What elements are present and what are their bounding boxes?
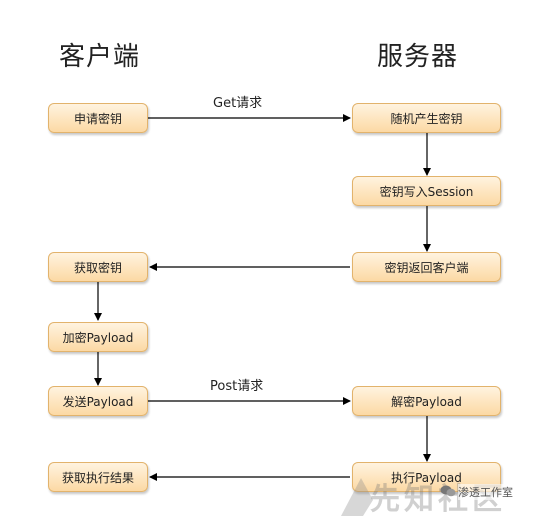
server-column-title: 服务器 (377, 42, 459, 72)
server-step-return-key: 密钥返回客户端 (352, 252, 501, 282)
server-step-decrypt-payload: 解密Payload (352, 386, 501, 416)
server-step-write-session: 密钥写入Session (352, 176, 501, 206)
client-step-encrypt-payload: 加密Payload (48, 322, 148, 352)
post-request-label: Post请求 (210, 379, 264, 394)
client-step-get-result: 获取执行结果 (48, 462, 148, 492)
get-request-label: Get请求 (213, 96, 263, 111)
client-column-title: 客户端 (59, 42, 141, 72)
client-step-request-key: 申请密钥 (48, 103, 148, 133)
watermark-logo (341, 478, 373, 516)
server-step-generate-key: 随机产生密钥 (352, 103, 501, 133)
watermark-subtext: 渗透工作室 (458, 484, 513, 500)
client-step-send-payload: 发送Payload (48, 386, 148, 416)
wechat-logo-icon (440, 485, 456, 497)
client-step-get-key: 获取密钥 (48, 252, 148, 282)
